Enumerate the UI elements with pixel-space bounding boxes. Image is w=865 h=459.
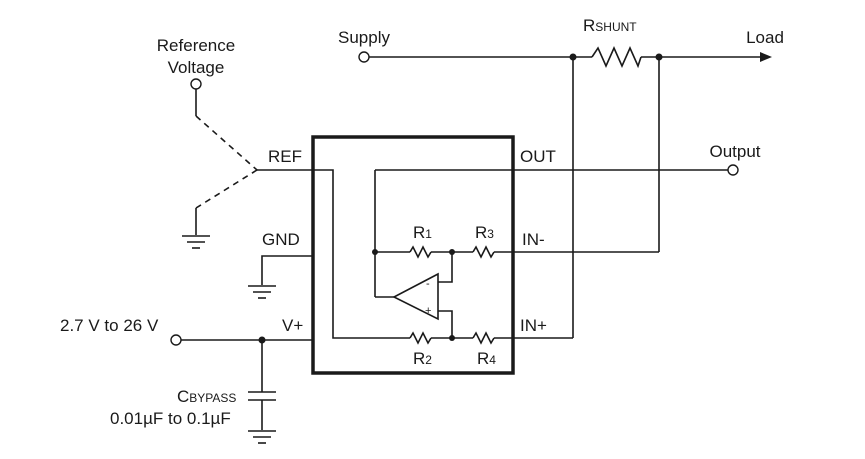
opamp-minus-label: -: [426, 278, 430, 290]
r2-label: R2: [413, 349, 432, 368]
r3-label: R3: [475, 223, 494, 242]
vplus-terminal: [170, 334, 182, 346]
cbypass-label: CBYPASS: [177, 387, 236, 406]
r1-label: R1: [413, 223, 432, 242]
pin-vplus-label: V+: [282, 316, 303, 335]
supply-label: Supply: [338, 28, 390, 47]
pin-gnd-label: GND: [262, 230, 300, 249]
ground-icon: [248, 430, 276, 444]
r1-resistor: [409, 245, 432, 259]
reference-voltage-terminal: [190, 78, 202, 90]
pin-in-plus-label: IN+: [520, 316, 547, 335]
r2-resistor: [409, 331, 432, 345]
r4-resistor: [472, 331, 495, 345]
supply-rail: [358, 46, 772, 69]
reference-voltage-label-line1: Reference: [157, 36, 235, 55]
cbypass-value-label: 0.01µF to 0.1µF: [110, 409, 231, 428]
opamp-symbol: [392, 272, 439, 321]
supply-terminal: [358, 51, 370, 63]
internal-wiring: [313, 169, 513, 345]
ground-icon: [248, 285, 276, 299]
output-line: [375, 164, 739, 176]
load-arrow-icon: [760, 52, 772, 62]
r4-label: R4: [477, 349, 496, 368]
chip-package: [311, 135, 515, 375]
gnd-connection: [248, 255, 313, 299]
opamp-plus-label: +: [425, 305, 431, 317]
reference-voltage-label-line2: Voltage: [168, 58, 225, 77]
rshunt-label: RSHUNT: [583, 16, 637, 35]
load-label: Load: [746, 28, 784, 47]
r3-resistor: [472, 245, 495, 259]
output-label: Output: [709, 142, 760, 161]
pin-out-label: OUT: [520, 147, 556, 166]
reference-switch: [182, 78, 313, 249]
sense-lines: [513, 57, 660, 339]
rshunt-resistor: [591, 46, 642, 69]
vplus-connection: [170, 334, 313, 444]
ground-icon: [182, 235, 210, 249]
pin-ref-label: REF: [268, 147, 302, 166]
output-terminal: [727, 164, 739, 176]
pin-in-minus-label: IN-: [522, 230, 545, 249]
supply-range-label: 2.7 V to 26 V: [60, 316, 159, 335]
